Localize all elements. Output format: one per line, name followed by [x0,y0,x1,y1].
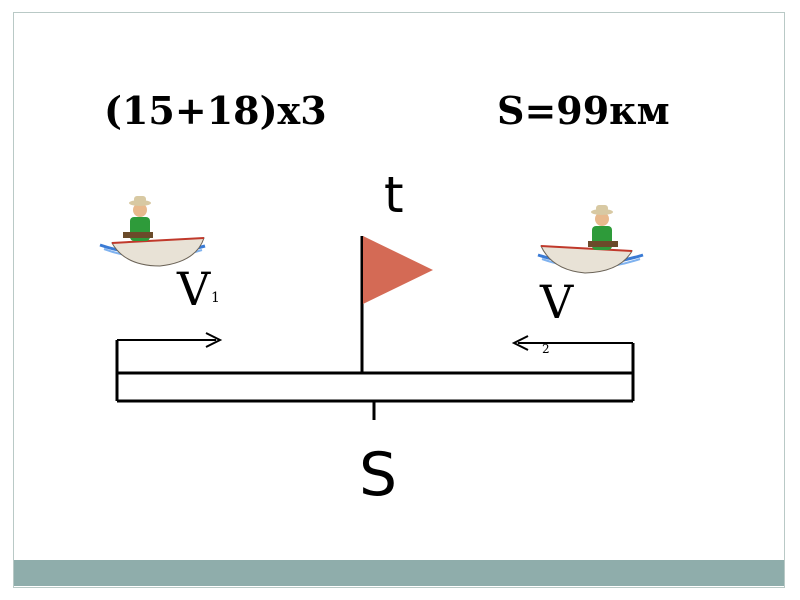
speed-1-subscript: 1 [211,290,220,306]
track [115,340,635,403]
arrow-left-icon [511,335,633,351]
fisherman-boat-icon-right [537,205,644,274]
time-label: t [384,166,404,224]
distance-label: S [359,440,398,510]
speed-1-label: V [177,262,211,316]
formula-distance: S=99км [497,88,670,133]
footer-band [14,560,784,586]
arrow-right-icon [117,332,223,348]
fisherman-boat-icon-left [99,196,206,267]
speed-2-label: V [540,275,574,329]
slide-frame [13,12,785,588]
speed-2-subscript: 2 [542,342,550,356]
flag-icon [360,236,433,373]
formula-calculation: (15+18)x3 [104,88,327,133]
